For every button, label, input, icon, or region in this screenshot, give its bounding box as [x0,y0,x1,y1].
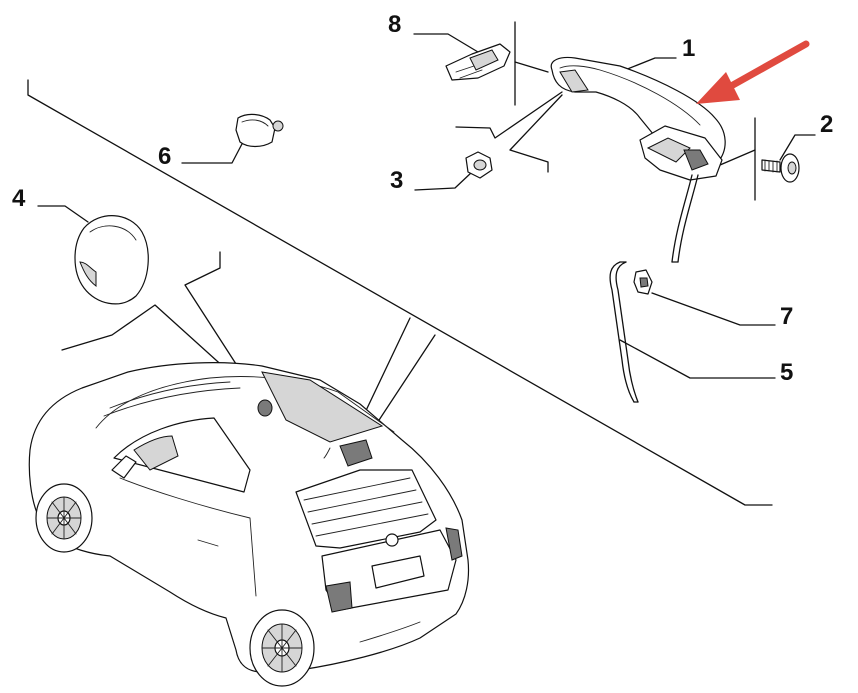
callout-2: 2 [820,111,833,138]
clip-part [633,269,653,295]
highlight-arrow [696,40,810,104]
callout-1: 1 [682,35,695,62]
callout-3: 3 [390,167,403,194]
callout-7: 7 [780,303,793,330]
car-illustration [28,362,470,687]
grommet-part [235,113,284,148]
leader-lines [37,33,816,379]
door-handle-part [550,56,726,263]
nut-part [465,151,493,179]
callout-6: 6 [158,143,171,170]
rod-part [609,261,639,403]
callout-8: 8 [388,11,401,38]
assembly-guide-lines [27,21,773,506]
callout-labels: 1 2 3 4 5 6 7 8 [12,11,833,386]
callout-5: 5 [780,359,793,386]
callout-4: 4 [12,185,26,212]
bracket-part [445,43,511,81]
cover-cap-part [74,215,149,305]
screw-part [761,153,800,183]
